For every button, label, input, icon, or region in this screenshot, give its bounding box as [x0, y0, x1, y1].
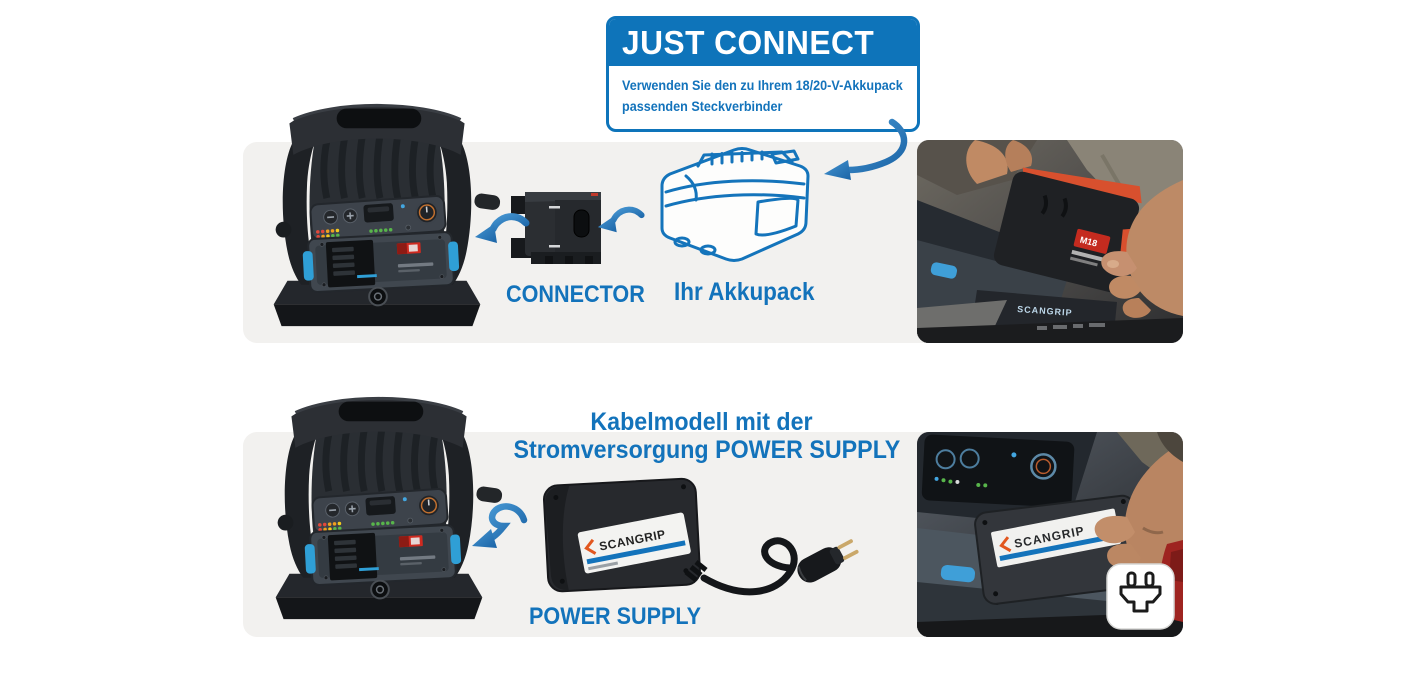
- battery-outline-illustration: [660, 147, 810, 262]
- callout-title: JUST CONNECT: [622, 23, 875, 61]
- cable-model-title: Kabelmodell mit der Stromversorgung POWE…: [499, 408, 903, 464]
- photo-battery-insertion-art: M18 SCANGRIP: [917, 140, 1183, 343]
- plug-icon: [1106, 563, 1175, 630]
- power-supply-label: POWER SUPPLY: [529, 603, 702, 630]
- battery-badge-text: M18: [1079, 235, 1098, 249]
- battery-label: Ihr Akkupack: [674, 278, 815, 306]
- arrow-power-supply-to-light-icon: [472, 503, 528, 548]
- arrow-callout-to-battery-icon: [824, 118, 908, 180]
- connector-label: CONNECTOR: [506, 281, 645, 308]
- callout-body-line1: Verwenden Sie den zu Ihrem 18/20-V-Akkup…: [622, 77, 903, 93]
- just-connect-callout: JUST CONNECT Verwenden Sie den zu Ihrem …: [606, 16, 920, 132]
- callout-body: Verwenden Sie den zu Ihrem 18/20-V-Akkup…: [609, 66, 917, 129]
- photo-power-supply-insertion: SCANGRIP: [917, 432, 1183, 637]
- cable-model-title-line2: Stromversorgung POWER SUPPLY: [513, 436, 901, 464]
- photo-power-supply-insertion-art: SCANGRIP: [917, 432, 1183, 637]
- photo-battery-insertion: M18 SCANGRIP: [917, 140, 1183, 343]
- arrow-battery-to-connector-icon: [597, 204, 645, 240]
- callout-header: JUST CONNECT: [609, 19, 917, 66]
- power-supply-illustration: SCANGRIP: [542, 477, 859, 596]
- connector-illustration: [511, 192, 601, 264]
- cable-model-title-line1: Kabelmodell mit der: [589, 408, 813, 436]
- callout-body-line2: passenden Steckverbinder: [622, 98, 783, 114]
- work-light-illustration-top: [254, 84, 500, 330]
- arrow-connector-to-light-icon: [474, 210, 530, 252]
- connect-unit-brand-text: SCANGRIP: [1017, 304, 1073, 318]
